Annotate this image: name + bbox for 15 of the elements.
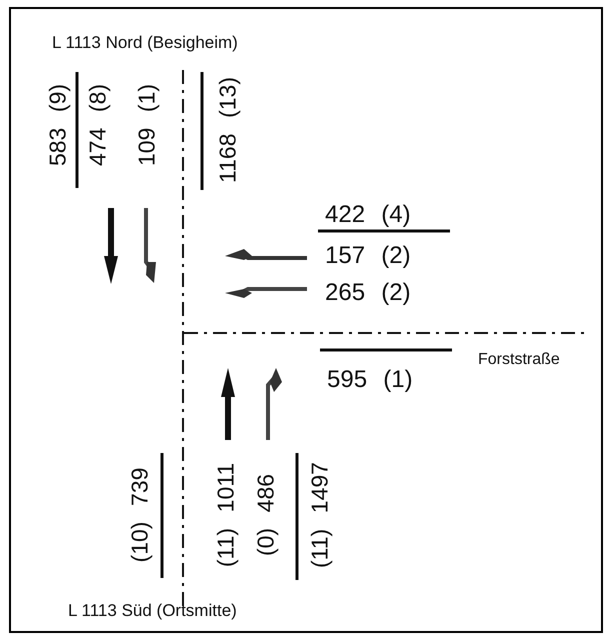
count-label: 422 (4) (325, 203, 411, 227)
road-name: L 1113 Nord (Besigheim) (52, 34, 238, 51)
count-label: 1168 (13) (216, 77, 240, 183)
count-label: 595 (1) (327, 368, 413, 392)
count-label: 157 (2) (325, 244, 411, 268)
count-label: (0) 486 (254, 474, 278, 556)
road-name: Forststraße (478, 352, 560, 368)
road-name: L 1113 Süd (Ortsmitte) (68, 602, 237, 619)
count-label: 583 (9) (46, 84, 70, 166)
count-label: (10) 739 (128, 468, 152, 562)
count-label: 474 (8) (86, 84, 110, 166)
count-label: 109 (1) (136, 84, 158, 166)
count-label: (11) 1011 (214, 462, 238, 568)
count-label: 265 (2) (325, 281, 411, 305)
count-label: (11) 1497 (308, 462, 332, 568)
